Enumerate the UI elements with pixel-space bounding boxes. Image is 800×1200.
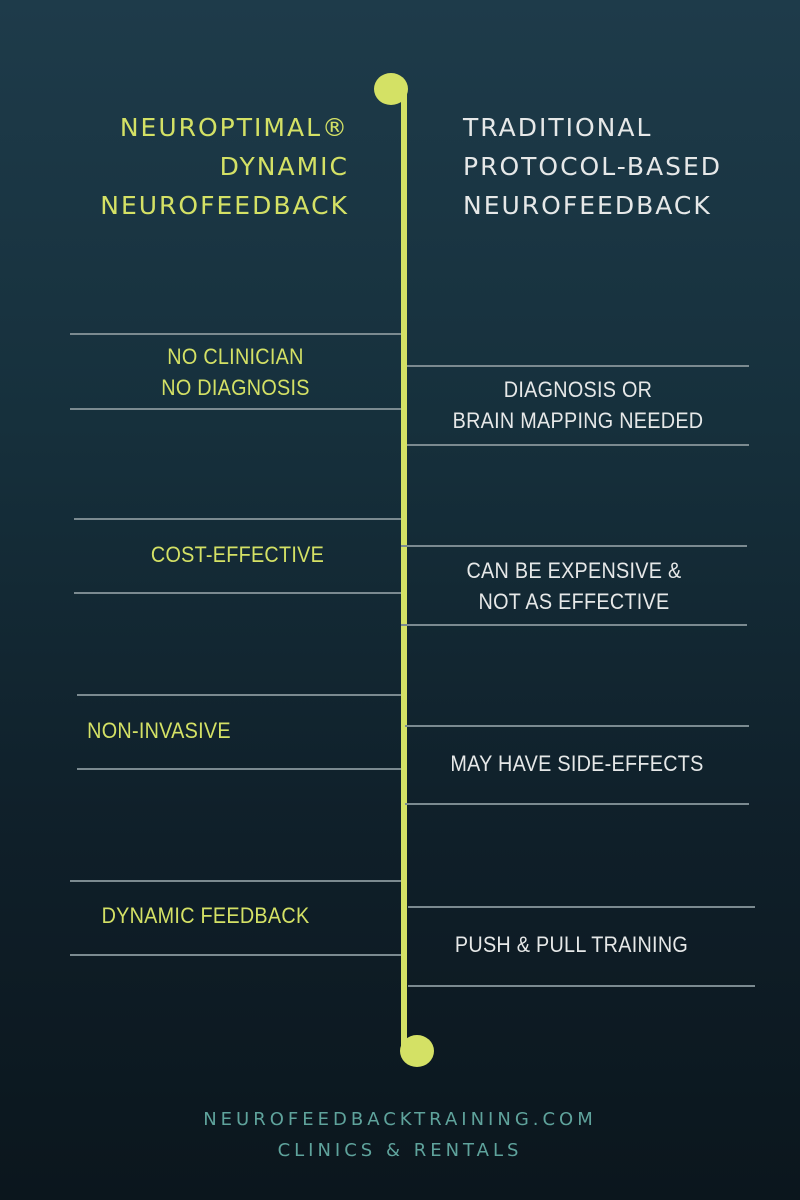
spine-bottom-cap (400, 1035, 434, 1067)
divider-line (401, 624, 747, 626)
divider-line (77, 768, 401, 770)
divider-line (408, 985, 755, 987)
divider-line (401, 545, 747, 547)
divider-line (407, 365, 749, 367)
divider-line (70, 880, 401, 882)
divider-line (74, 518, 401, 520)
right-title-line: TRADITIONAL (463, 113, 653, 142)
left-item-cost-effective: COST-EFFECTIVE (90, 539, 384, 570)
left-item-line: NO CLINICIAN (167, 344, 304, 369)
divider-line (74, 592, 401, 594)
right-item-line: BRAIN MAPPING NEEDED (452, 408, 704, 433)
left-item-line: NO DIAGNOSIS (161, 375, 310, 400)
right-title: TRADITIONAL PROTOCOL-BASED NEUROFEEDBACK (463, 108, 722, 225)
left-item-line: COST-EFFECTIVE (150, 542, 325, 567)
divider-line (70, 333, 401, 335)
left-item-dynamic-feedback: DYNAMIC FEEDBACK (57, 900, 355, 931)
right-item-line: DIAGNOSIS OR (503, 377, 653, 402)
divider-line (70, 954, 401, 956)
right-title-line: PROTOCOL-BASED (463, 152, 722, 181)
divider-line (77, 694, 401, 696)
right-item-line: CAN BE EXPENSIVE & (466, 558, 682, 583)
right-title-line: NEUROFEEDBACK (463, 191, 712, 220)
right-item-push-pull: PUSH & PULL TRAINING (415, 929, 727, 960)
right-item-line: NOT AS EFFECTIVE (478, 589, 670, 614)
divider-line (407, 444, 749, 446)
right-item-diagnosis: DIAGNOSIS OR BRAIN MAPPING NEEDED (424, 374, 732, 436)
footer-website: NEUROFEEDBACKTRAINING.COM (203, 1109, 597, 1130)
divider-line (408, 906, 755, 908)
left-title-line: NEUROPTIMAL® (119, 113, 349, 142)
left-item-non-invasive: NON-INVASIVE (13, 715, 305, 746)
left-title-line: NEUROFEEDBACK (100, 191, 349, 220)
left-item-line: NON-INVASIVE (87, 718, 231, 743)
center-spine (401, 92, 407, 1052)
divider-line (405, 725, 749, 727)
right-item-side-effects: MAY HAVE SIDE-EFFECTS (422, 748, 732, 779)
divider-line (70, 408, 401, 410)
left-title: NEUROPTIMAL® DYNAMIC NEUROFEEDBACK (100, 108, 349, 225)
right-item-line: PUSH & PULL TRAINING (454, 932, 689, 957)
left-title-line: DYNAMIC (219, 152, 349, 181)
right-item-expensive: CAN BE EXPENSIVE & NOT AS EFFECTIVE (418, 555, 729, 617)
left-item-no-clinician: NO CLINICIAN NO DIAGNOSIS (87, 341, 385, 403)
left-item-line: DYNAMIC FEEDBACK (101, 903, 310, 928)
footer-tagline: CLINICS & RENTALS (277, 1140, 523, 1161)
divider-line (405, 803, 749, 805)
right-item-line: MAY HAVE SIDE-EFFECTS (450, 751, 704, 776)
